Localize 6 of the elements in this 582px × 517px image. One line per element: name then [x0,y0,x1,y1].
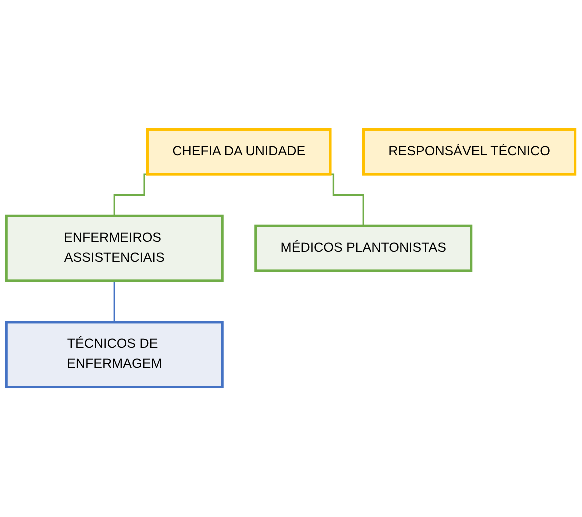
node-box: MÉDICOS PLANTONISTAS [254,224,473,272]
node-box: ENFERMEIROS ASSISTENCIAIS [5,214,224,282]
node-box: RESPONSÁVEL TÉCNICO [362,128,577,176]
connector [114,280,116,324]
node-box: CHEFIA DA UNIDADE [146,128,332,176]
node-box: TÉCNICOS DE ENFERMAGEM [5,321,224,388]
